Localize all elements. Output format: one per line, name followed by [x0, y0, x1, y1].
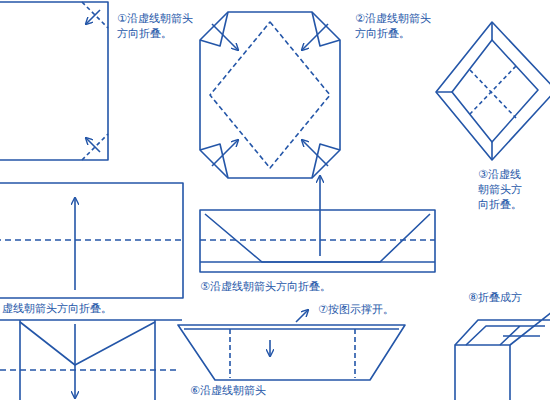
- step-instruction: ②沿虚线朝箭头方向折叠。: [355, 12, 435, 42]
- step-instruction: ③沿虚线朝箭头方向折叠。: [478, 168, 526, 213]
- step-instruction: ⑧折叠成方: [468, 291, 538, 306]
- step-instruction: ⑤沿虚线朝箭头方向折叠。: [200, 280, 375, 295]
- step-instruction: ①沿虚线朝箭头方向折叠。: [117, 12, 197, 42]
- step-instruction: ⑦按图示撑开。: [318, 303, 428, 318]
- step-instruction: 虚线朝箭头方向折叠。: [2, 302, 172, 317]
- step-instruction: ⑥沿虚线朝箭头: [190, 384, 310, 399]
